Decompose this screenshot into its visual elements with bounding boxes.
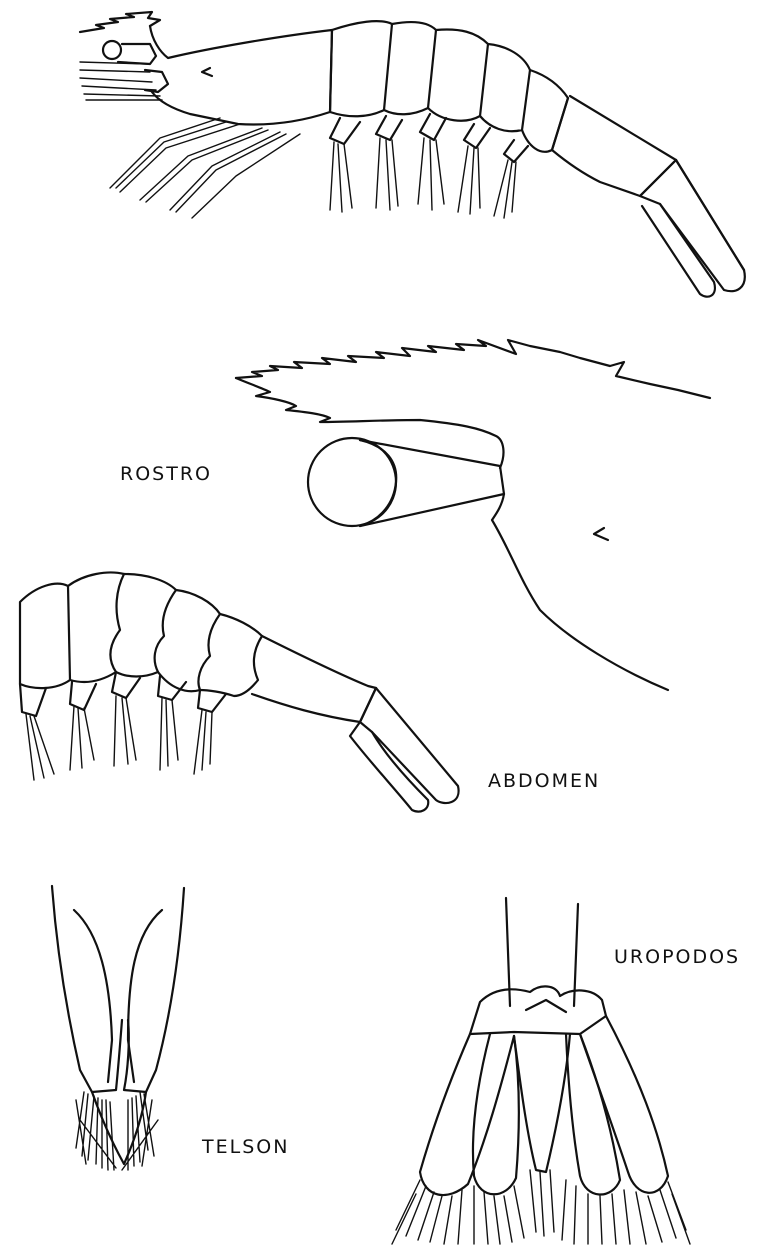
whole-shrimp-figure bbox=[80, 12, 745, 297]
abdomen-segment-1 bbox=[20, 584, 70, 688]
shrimp-antennae bbox=[80, 62, 162, 100]
abdomen-tail-fan bbox=[360, 688, 459, 803]
abdomen-label: ABDOMEN bbox=[488, 770, 600, 792]
rostrum-carapace-edge bbox=[492, 494, 668, 690]
telson-detail-figure bbox=[52, 886, 184, 1170]
uropods-label: UROPODOS bbox=[614, 946, 740, 968]
abdomen-detail-figure bbox=[20, 573, 459, 812]
shrimp-abdomen-segments bbox=[330, 21, 392, 116]
shrimp-walking-legs bbox=[110, 118, 300, 218]
uropod-outer-right bbox=[580, 1016, 668, 1193]
telson-label: TELSON bbox=[202, 1136, 289, 1158]
shrimp-pleopods bbox=[330, 114, 528, 162]
rostrum-label: ROSTRO bbox=[120, 463, 212, 485]
rostrum-serrated-spine bbox=[236, 340, 710, 398]
shrimp-rostrum bbox=[80, 12, 160, 32]
telson-setae bbox=[76, 1092, 158, 1170]
uropods-setae-fringe bbox=[392, 1170, 690, 1244]
uropod-outer-left bbox=[420, 1034, 514, 1195]
telson-outline bbox=[52, 886, 184, 1092]
shrimp-eye bbox=[103, 41, 121, 59]
shrimp-carapace bbox=[150, 26, 332, 125]
rostrum-detail-figure bbox=[236, 340, 710, 690]
